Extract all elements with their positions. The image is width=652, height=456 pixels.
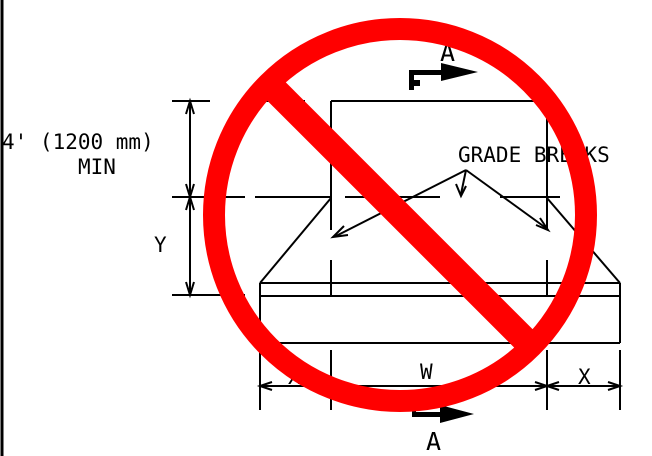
y-dimension-label: Y <box>154 233 167 257</box>
x-dimension-label-right: X <box>578 365 591 389</box>
min-note-label: MIN <box>78 155 116 179</box>
min-dimension-label: 4' (1200 mm) <box>2 130 154 154</box>
section-arrow-top <box>409 63 478 90</box>
section-arrow-bottom <box>412 402 474 423</box>
section-label-bottom: A <box>426 427 441 456</box>
prohibition-sign-icon <box>203 18 597 412</box>
ramp-flares <box>259 197 621 296</box>
w-dimension-label: W <box>420 360 433 384</box>
